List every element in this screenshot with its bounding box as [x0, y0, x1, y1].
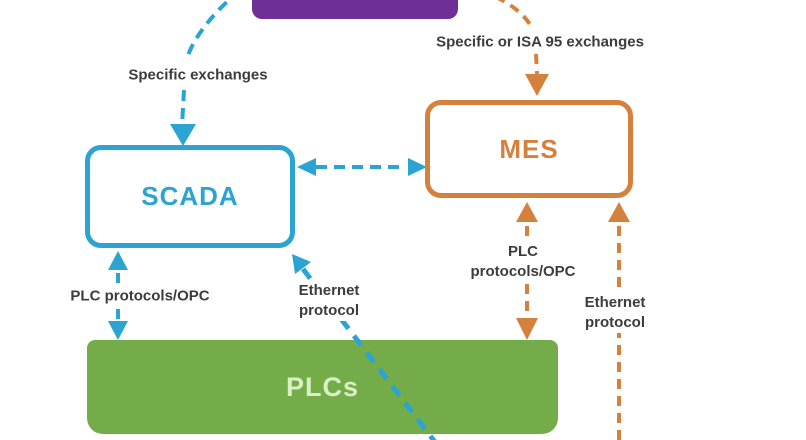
arrowhead-into-mes-bottom-left [516, 202, 538, 222]
edge-label-line: protocols/OPC [470, 263, 576, 280]
edge-label-line: protocol [585, 314, 645, 331]
edge-label-line: Ethernet [298, 282, 360, 299]
arrow-ethernet-scada-diagonal [301, 267, 437, 440]
edge-label-specific-exchanges: Specific exchanges [128, 66, 268, 84]
arrow-top-to-mes-curve [497, 0, 535, 31]
arrowhead-into-plcs-top-right [516, 318, 538, 340]
arrowhead-into-mes-top [525, 74, 549, 96]
edge-label-line: protocol [299, 302, 359, 319]
arrow-top-to-scada-stem [180, 89, 186, 127]
edge-label-scada-ethernet: Ethernet protocol [294, 281, 364, 321]
arrowhead-into-plcs-top-left [108, 321, 128, 340]
edge-label-scada-plc-protocols: PLC protocols/OPC [70, 287, 210, 305]
edge-label-mes-plc-protocols: PLC protocols/OPC [470, 242, 575, 282]
mes-box-label: MES [499, 133, 559, 164]
scada-box: SCADA [85, 145, 295, 248]
arrowhead-into-scada-top [170, 124, 196, 146]
arrowhead-into-mes-bottom-right [608, 202, 630, 222]
arrow-top-to-scada-curve [185, 0, 232, 59]
arrowhead-into-scada-bottom [108, 251, 128, 270]
arrow-top-to-mes-stem [534, 53, 539, 75]
edge-label-line: Ethernet [584, 294, 646, 311]
mes-box: MES [425, 100, 633, 198]
edge-label-mes-ethernet: Ethernet protocol [580, 293, 650, 333]
plcs-box-label: PLCs [285, 371, 360, 402]
edge-label-line: PLC [507, 243, 538, 260]
arrowhead-into-scada-right [297, 158, 316, 176]
plcs-box: PLCs [87, 340, 558, 434]
arrowhead-into-scada-corner [292, 254, 311, 274]
top-system-box [252, 0, 458, 19]
edge-label-isa95-exchanges: Specific or ISA 95 exchanges [436, 33, 644, 51]
arrowhead-into-mes-left [408, 158, 427, 176]
scada-box-label: SCADA [141, 181, 239, 211]
